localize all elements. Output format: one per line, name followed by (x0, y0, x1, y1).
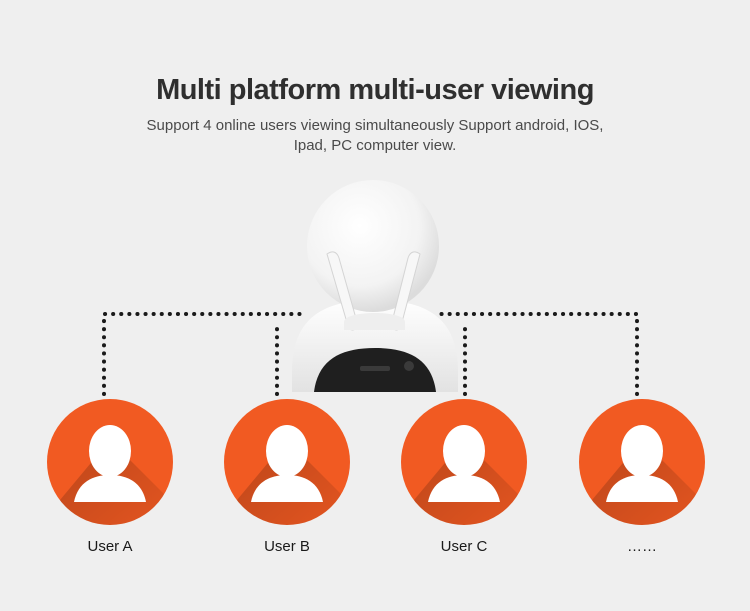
user-avatar-b (224, 399, 350, 525)
page-subtitle: Support 4 online users viewing simultane… (0, 116, 750, 156)
subtitle-line-2: Ipad, PC computer view. (293, 137, 457, 154)
user-icon (606, 425, 678, 502)
camera-icon (292, 180, 458, 392)
user-label-a: User A (87, 538, 133, 555)
subtitle-line-1: Support 4 online users viewing simultane… (146, 117, 604, 134)
user-label-c: User C (440, 538, 488, 555)
user-avatar-c (401, 399, 527, 525)
connector-left-outer (102, 312, 302, 396)
user-icon (251, 425, 323, 502)
connector-right-outer (438, 312, 639, 396)
user-label-more: …… (627, 538, 657, 555)
user-avatar-a (47, 399, 173, 525)
page-title: Multi platform multi-user viewing (156, 74, 594, 106)
user-icon (74, 425, 146, 502)
user-icon (428, 425, 500, 502)
user-avatar-d (579, 399, 705, 525)
user-label-b: User B (264, 538, 310, 555)
connector-lines (102, 312, 639, 396)
